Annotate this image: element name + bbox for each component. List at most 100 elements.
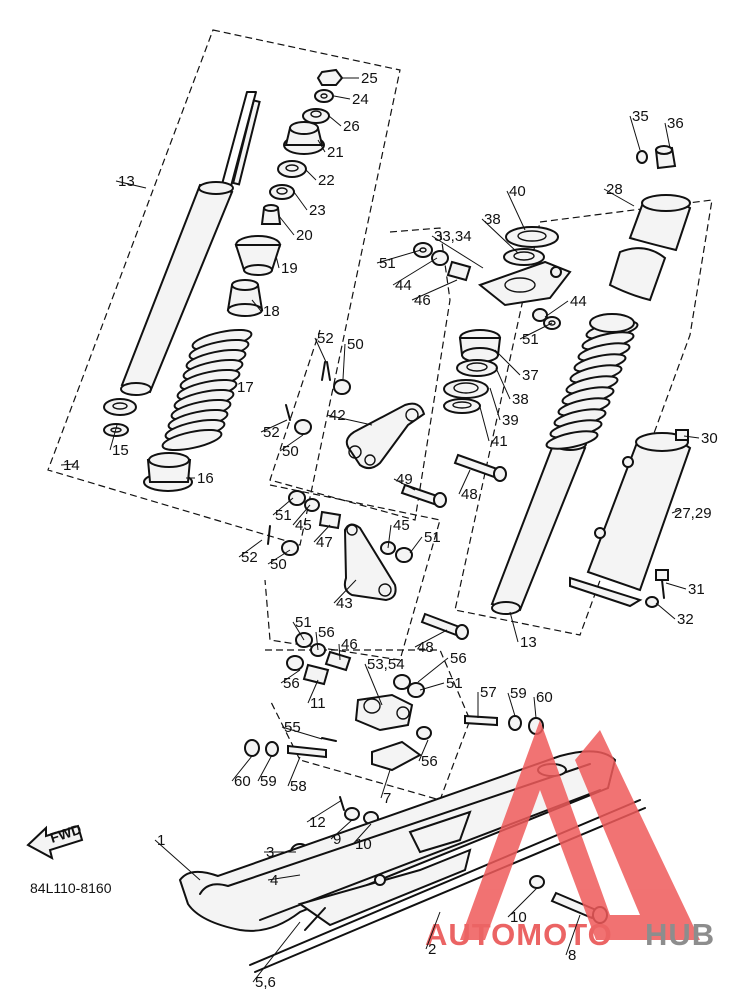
callout-label: 21 [327,144,344,161]
leader-line [338,643,341,661]
ring-39 [443,379,489,399]
bolt-49 [400,483,447,508]
callout-label: 13 [118,173,135,190]
watermark-logo: AUTOMOTO HUB [425,720,715,952]
washer-23 [269,184,295,200]
bolt-58 [287,744,327,759]
bracket-33-34 [477,260,572,307]
callout-label: 11 [310,695,326,712]
leader-line [519,322,553,340]
callout-label: 43 [336,595,353,612]
leader-line [251,299,262,312]
callout-label: 18 [263,303,280,320]
watermark-triangle-icon [460,720,700,940]
leader-line [326,414,373,426]
washer-51-f [407,682,425,698]
leader-line [387,524,392,549]
callout-label: 25 [361,70,378,87]
callout-label: 57 [480,684,497,701]
nut-50-a [333,379,351,395]
collar-47 [318,510,342,530]
leader-line [414,629,448,648]
callout-label: 16 [197,470,214,487]
part-5-6 [304,907,326,931]
callout-label: 40 [509,183,526,200]
leader-line [655,602,676,620]
callout-label: 50 [282,443,299,460]
callout-label: 56 [283,675,300,692]
ring-41 [443,398,481,414]
washer-51-c [288,490,306,506]
washer-56-d [416,726,432,740]
callout-label: 17 [237,379,254,396]
leader-line [418,739,429,762]
callout-label: 19 [281,260,298,277]
fwd-arrow-icon: FWD [26,821,83,860]
washer-9 [344,807,360,821]
callout-label: 35 [632,108,649,125]
leader-line [275,255,280,269]
leader-line [507,887,538,918]
leader-line [376,249,422,264]
callout-label: 49 [396,471,413,488]
bolt-48-b [420,612,469,640]
callout-label: 12 [309,814,326,831]
left-shock-absorber [120,91,261,396]
leader-line [352,823,372,845]
leader-line [257,754,273,782]
spring-top-mount [589,313,635,333]
callout-label: 24 [352,91,369,108]
leader-line [665,582,687,590]
cap-36 [654,145,677,170]
leader-line [330,819,353,840]
callout-label: 48 [461,486,478,503]
link-group-outline [269,227,451,521]
callout-label: 52 [263,424,280,441]
callout-label: 42 [329,407,346,424]
callout-label: 55 [284,719,301,736]
leader-line [267,549,291,565]
callout-label: 22 [318,172,335,189]
leader-line [509,611,519,643]
callout-label: 33,34 [434,228,472,245]
callout-label: 45 [393,517,410,534]
leader-line [506,190,526,231]
pin-52-b [285,404,291,421]
leader-line [333,95,351,100]
callout-label: 39 [502,412,519,429]
leader-line [544,300,569,318]
part-code: 84L110-8160 [30,880,112,896]
cap-35 [636,150,648,164]
leader-line [109,424,118,451]
leader-line [603,188,635,207]
leader-lines [60,77,700,983]
leader-line [392,257,438,286]
callout-label: 45 [295,517,312,534]
callout-label: 44 [395,277,412,294]
leader-line [419,682,445,691]
callout-label: 46 [341,636,358,653]
leader-line [60,463,76,466]
bolt-31 [655,569,669,599]
bolt-30 [675,429,689,441]
leader-line [671,509,681,514]
callout-label: 59 [510,685,527,702]
leader-line [333,579,357,604]
leader-line [533,696,537,719]
leader-line [231,755,253,782]
leader-line [279,434,304,452]
callout-label: 58 [290,778,307,795]
washer-59-a [508,715,522,731]
callout-label: 50 [270,556,287,573]
callout-label: 56 [318,624,335,641]
mount-group-outline [265,649,471,801]
callout-label: 10 [510,909,527,926]
watermark-text-b: HUB [645,917,715,952]
callout-label: 14 [63,457,80,474]
leader-line [305,169,317,181]
washer-10-b [529,875,545,889]
link-arm-42 [345,402,426,469]
leader-line [314,337,327,363]
callout-label: 15 [112,442,129,459]
